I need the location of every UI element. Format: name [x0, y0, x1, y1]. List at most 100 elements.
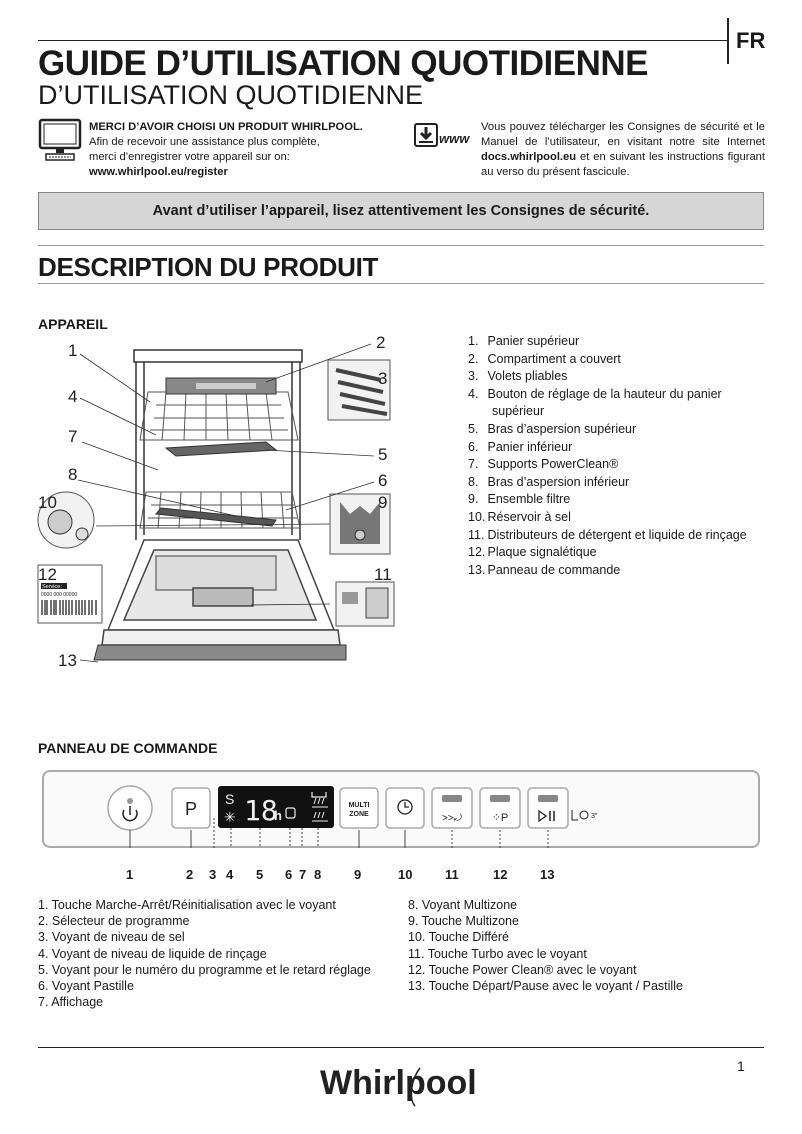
callout-2: 2: [376, 333, 385, 352]
register-text: merci d’enregistrer votre appareil sur o…: [89, 151, 290, 163]
callout-1: 1: [68, 341, 77, 360]
control-panel-heading: PANNEAU DE COMMANDE: [38, 740, 218, 756]
upper-basket: [139, 391, 299, 441]
panel-number: 11: [445, 867, 459, 882]
panel-legend-left: 1. Touche Marche-Arrêt/Réinitialisation …: [38, 897, 371, 1010]
list-item: 2. Compartiment a couvert: [468, 351, 621, 366]
program-number: 18: [244, 794, 278, 827]
svg-text:3": 3": [591, 813, 598, 820]
delay-button[interactable]: [385, 787, 425, 829]
service-label: Service:: [42, 584, 62, 590]
power-clean-led: [490, 795, 510, 802]
callout-3: 3: [378, 369, 387, 388]
svg-text:⁘P: ⁘P: [492, 812, 509, 824]
appliance-heading: APPAREIL: [38, 316, 108, 332]
leader-lines: [77, 343, 375, 663]
hours-label: h: [274, 808, 282, 823]
list-item: 8. Voyant Multizone: [408, 898, 518, 912]
www-label: www: [439, 131, 470, 146]
list-item: 12. Plaque signalétique: [468, 545, 597, 560]
panel-number: 12: [493, 867, 508, 882]
open-door: [101, 539, 341, 646]
section-rule-bottom: [38, 283, 764, 284]
footer-rule: [38, 1047, 764, 1048]
computer-monitor-icon: [38, 118, 82, 161]
list-item: 13. Touche Départ/Pause avec le voyant /…: [408, 979, 683, 994]
svg-text:MULTI: MULTI: [349, 802, 370, 809]
list-item: 10. Touche Différé: [408, 930, 509, 945]
dishwasher-cabinet: [133, 349, 303, 540]
list-item: 3. Voyant de niveau de sel: [38, 930, 185, 945]
start-pause-button[interactable]: [527, 787, 569, 829]
panel-legend-right: 8. Voyant Multizone 9. Touche Multizone …: [408, 897, 683, 994]
list-item: 9. Ensemble filtre: [468, 492, 571, 507]
control-panel-strip: [93, 644, 347, 661]
list-item: 4. Voyant de niveau de liquide de rinçag…: [38, 946, 267, 961]
page-subtitle: D’UTILISATION QUOTIDIENNE: [38, 80, 424, 110]
upper-zone-indicator: [311, 792, 327, 798]
safety-warning-box: Avant d’utiliser l’appareil, lisez atten…: [38, 192, 764, 230]
power-clean-button[interactable]: ⁘P: [479, 787, 521, 829]
callout-10: 10: [38, 493, 57, 512]
list-item: 5. Bras d’aspersion supérieur: [468, 421, 637, 436]
callout-12: 12: [38, 565, 57, 584]
list-item: 1. Touche Marche-Arrêt/Réinitialisation …: [38, 898, 336, 912]
list-item: 11. Distributeurs de détergent et liquid…: [468, 527, 747, 542]
upper-spray-arm: [164, 441, 278, 457]
callout-5: 5: [378, 445, 387, 464]
language-code: FR: [736, 28, 766, 53]
download-www-icon: www: [414, 123, 470, 147]
download-info: Vous pouvez télécharger les Consignes de…: [481, 120, 765, 180]
whirlpool-logo: Whirlpool: [320, 1064, 477, 1107]
list-item: supérieur: [492, 404, 545, 419]
hold-3s-hint: 3": [571, 810, 598, 821]
panel-number: 10: [398, 867, 413, 882]
header-divider: [727, 18, 729, 64]
panel-number: 5: [256, 867, 264, 882]
turbo-led: [442, 795, 462, 802]
panel-number: 9: [354, 867, 362, 882]
rinse-aid-indicator: ✳: [224, 809, 236, 825]
list-item: 13. Panneau de commande: [468, 562, 621, 577]
svg-text:ZONE: ZONE: [349, 811, 369, 818]
list-item: 7. Affichage: [38, 995, 104, 1010]
panel-number: 8: [314, 867, 322, 882]
list-item: 2. Sélecteur de programme: [38, 914, 190, 929]
barcode: [41, 600, 97, 615]
power-button[interactable]: [107, 785, 153, 831]
panel-number: 3: [209, 867, 217, 882]
display-screen: S ✳ 18 h: [218, 786, 334, 828]
callout-13: 13: [58, 651, 77, 670]
section-rule-top: [38, 245, 764, 246]
register-link[interactable]: www.whirlpool.eu/register: [89, 166, 228, 178]
parts-list: 1. Panier supérieur 2. Compartiment a co…: [468, 333, 747, 579]
panel-number: 6: [285, 867, 293, 882]
panel-pointer-lines: [129, 818, 549, 848]
list-item: 1. Panier supérieur: [468, 334, 580, 348]
list-item: 9. Touche Multizone: [408, 914, 519, 929]
panel-number: 13: [540, 867, 555, 882]
list-item: 3. Volets pliables: [468, 369, 568, 384]
lower-spray-arm: [155, 507, 277, 527]
callout-4: 4: [68, 387, 77, 406]
list-item: 6. Panier inférieur: [468, 439, 573, 454]
page-title: GUIDE D’UTILISATION QUOTIDIENNE: [38, 44, 648, 83]
download-text: Vous pouvez télécharger les Consignes de…: [481, 121, 765, 148]
program-selector-button[interactable]: P: [171, 787, 211, 829]
multizone-button[interactable]: MULTI ZONE: [339, 787, 379, 829]
svg-text:>>⤾: >>⤾: [442, 813, 463, 824]
list-item: 7. Supports PowerClean®: [468, 457, 619, 472]
callout-11: 11: [374, 565, 392, 584]
turbo-button[interactable]: >>⤾: [431, 787, 473, 829]
svg-text:P: P: [185, 799, 197, 819]
registration-info: MERCI D’AVOIR CHOISI UN PRODUIT WHIRLPOO…: [89, 120, 389, 180]
service-number: 0000 000 00000: [41, 592, 77, 598]
docs-link[interactable]: docs.whirlpool.eu: [481, 151, 577, 163]
lower-zone-indicator: [312, 797, 328, 808]
dishwasher-diagram: Service: 0000 000 00000 1 2 3 4 5 6 7 8 …: [37, 333, 395, 670]
panel-number: 1: [126, 867, 134, 882]
list-item: 5. Voyant pour le numéro du programme et…: [38, 962, 371, 977]
download-text-2: et en suivant les instructions figurant …: [481, 151, 766, 178]
start-pause-led: [538, 795, 558, 802]
tablet-indicator: [285, 807, 296, 819]
